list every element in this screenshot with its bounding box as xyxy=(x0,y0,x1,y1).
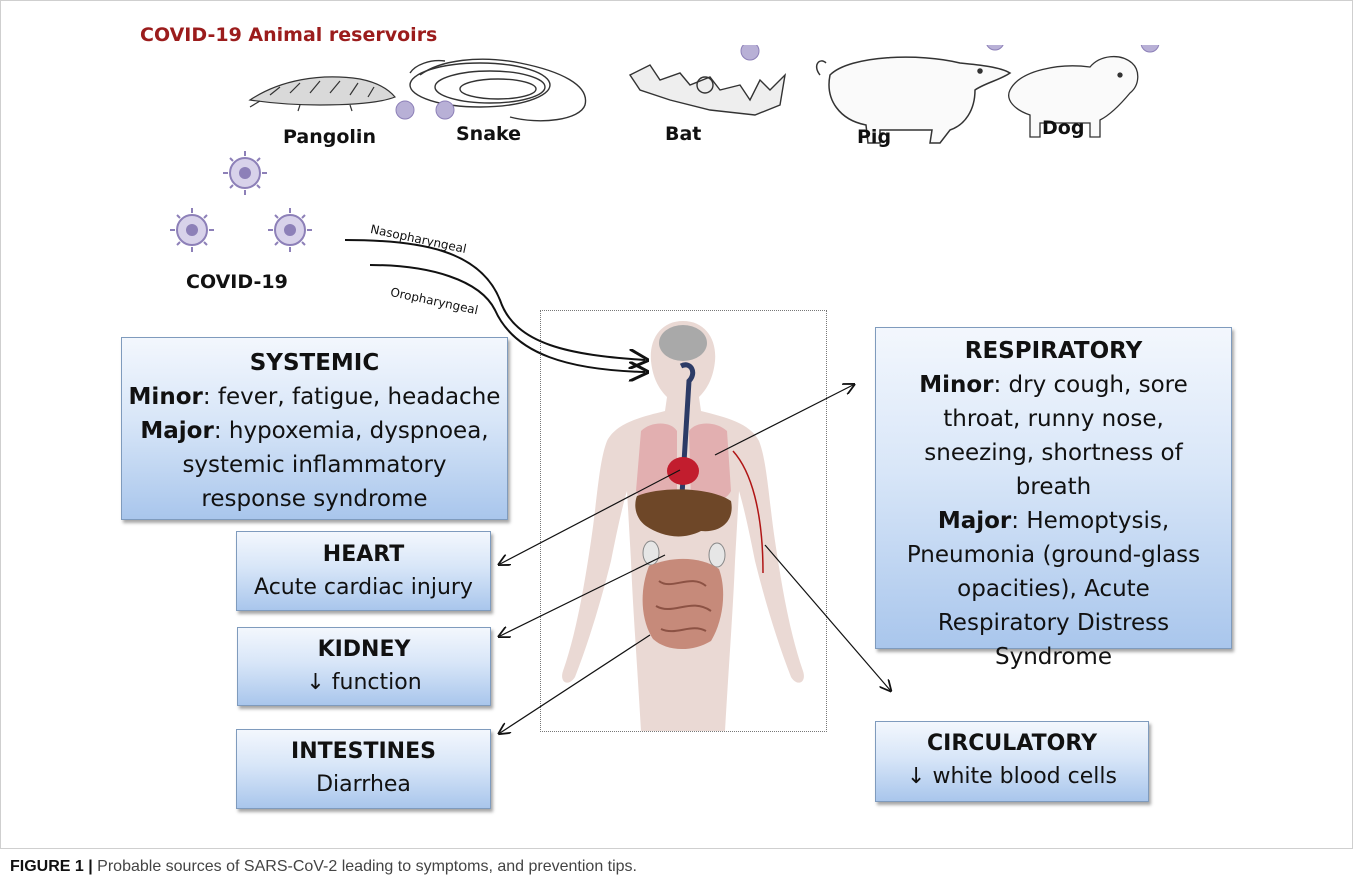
systemic-minor-line: Minor: fever, fatigue, headache xyxy=(122,380,507,414)
respiratory-major-label: Major xyxy=(938,508,1011,534)
systemic-box: SYSTEMIC Minor: fever, fatigue, headache… xyxy=(121,337,508,520)
respiratory-major-line: Major: Hemoptysis, Pneumonia (ground-gla… xyxy=(888,504,1219,674)
systemic-minor-label: Minor xyxy=(129,384,203,410)
respiratory-box: RESPIRATORY Minor: dry cough, sore throa… xyxy=(875,327,1232,649)
heart-arrow xyxy=(500,470,680,564)
heart-text: Acute cardiac injury xyxy=(237,571,490,604)
figure-caption: FIGURE 1 | Probable sources of SARS-CoV-… xyxy=(10,858,637,876)
caption-text: Probable sources of SARS-CoV-2 leading t… xyxy=(93,858,637,875)
respiratory-minor-label: Minor xyxy=(919,372,993,398)
circulatory-heading: CIRCULATORY xyxy=(876,727,1148,760)
intestines-text: Diarrhea xyxy=(237,768,490,801)
respiratory-minor-line: Minor: dry cough, sore throat, runny nos… xyxy=(888,368,1219,504)
circulatory-text: ↓ white blood cells xyxy=(876,760,1148,793)
respiratory-arrow xyxy=(715,385,853,455)
heart-heading: HEART xyxy=(237,538,490,571)
kidney-text: ↓ function xyxy=(238,666,490,699)
intestines-heading: INTESTINES xyxy=(237,735,490,768)
circulatory-arrow xyxy=(765,545,890,690)
kidney-box: KIDNEY ↓ function xyxy=(237,627,491,706)
systemic-major-label: Major xyxy=(140,418,213,444)
circulatory-box: CIRCULATORY ↓ white blood cells xyxy=(875,721,1149,802)
systemic-major-text: : hypoxemia, dyspnoea, systemic inflamma… xyxy=(182,418,488,512)
respiratory-heading: RESPIRATORY xyxy=(888,334,1219,368)
systemic-heading: SYSTEMIC xyxy=(122,346,507,380)
intestines-box: INTESTINES Diarrhea xyxy=(236,729,491,809)
heart-box: HEART Acute cardiac injury xyxy=(236,531,491,611)
kidney-heading: KIDNEY xyxy=(238,633,490,666)
figure-label: FIGURE 1 | xyxy=(10,858,93,875)
systemic-minor-text: : fever, fatigue, headache xyxy=(203,384,501,410)
kidney-arrow xyxy=(500,555,665,636)
systemic-major-line: Major: hypoxemia, dyspnoea, systemic inf… xyxy=(122,414,507,516)
intestines-arrow xyxy=(500,635,650,733)
